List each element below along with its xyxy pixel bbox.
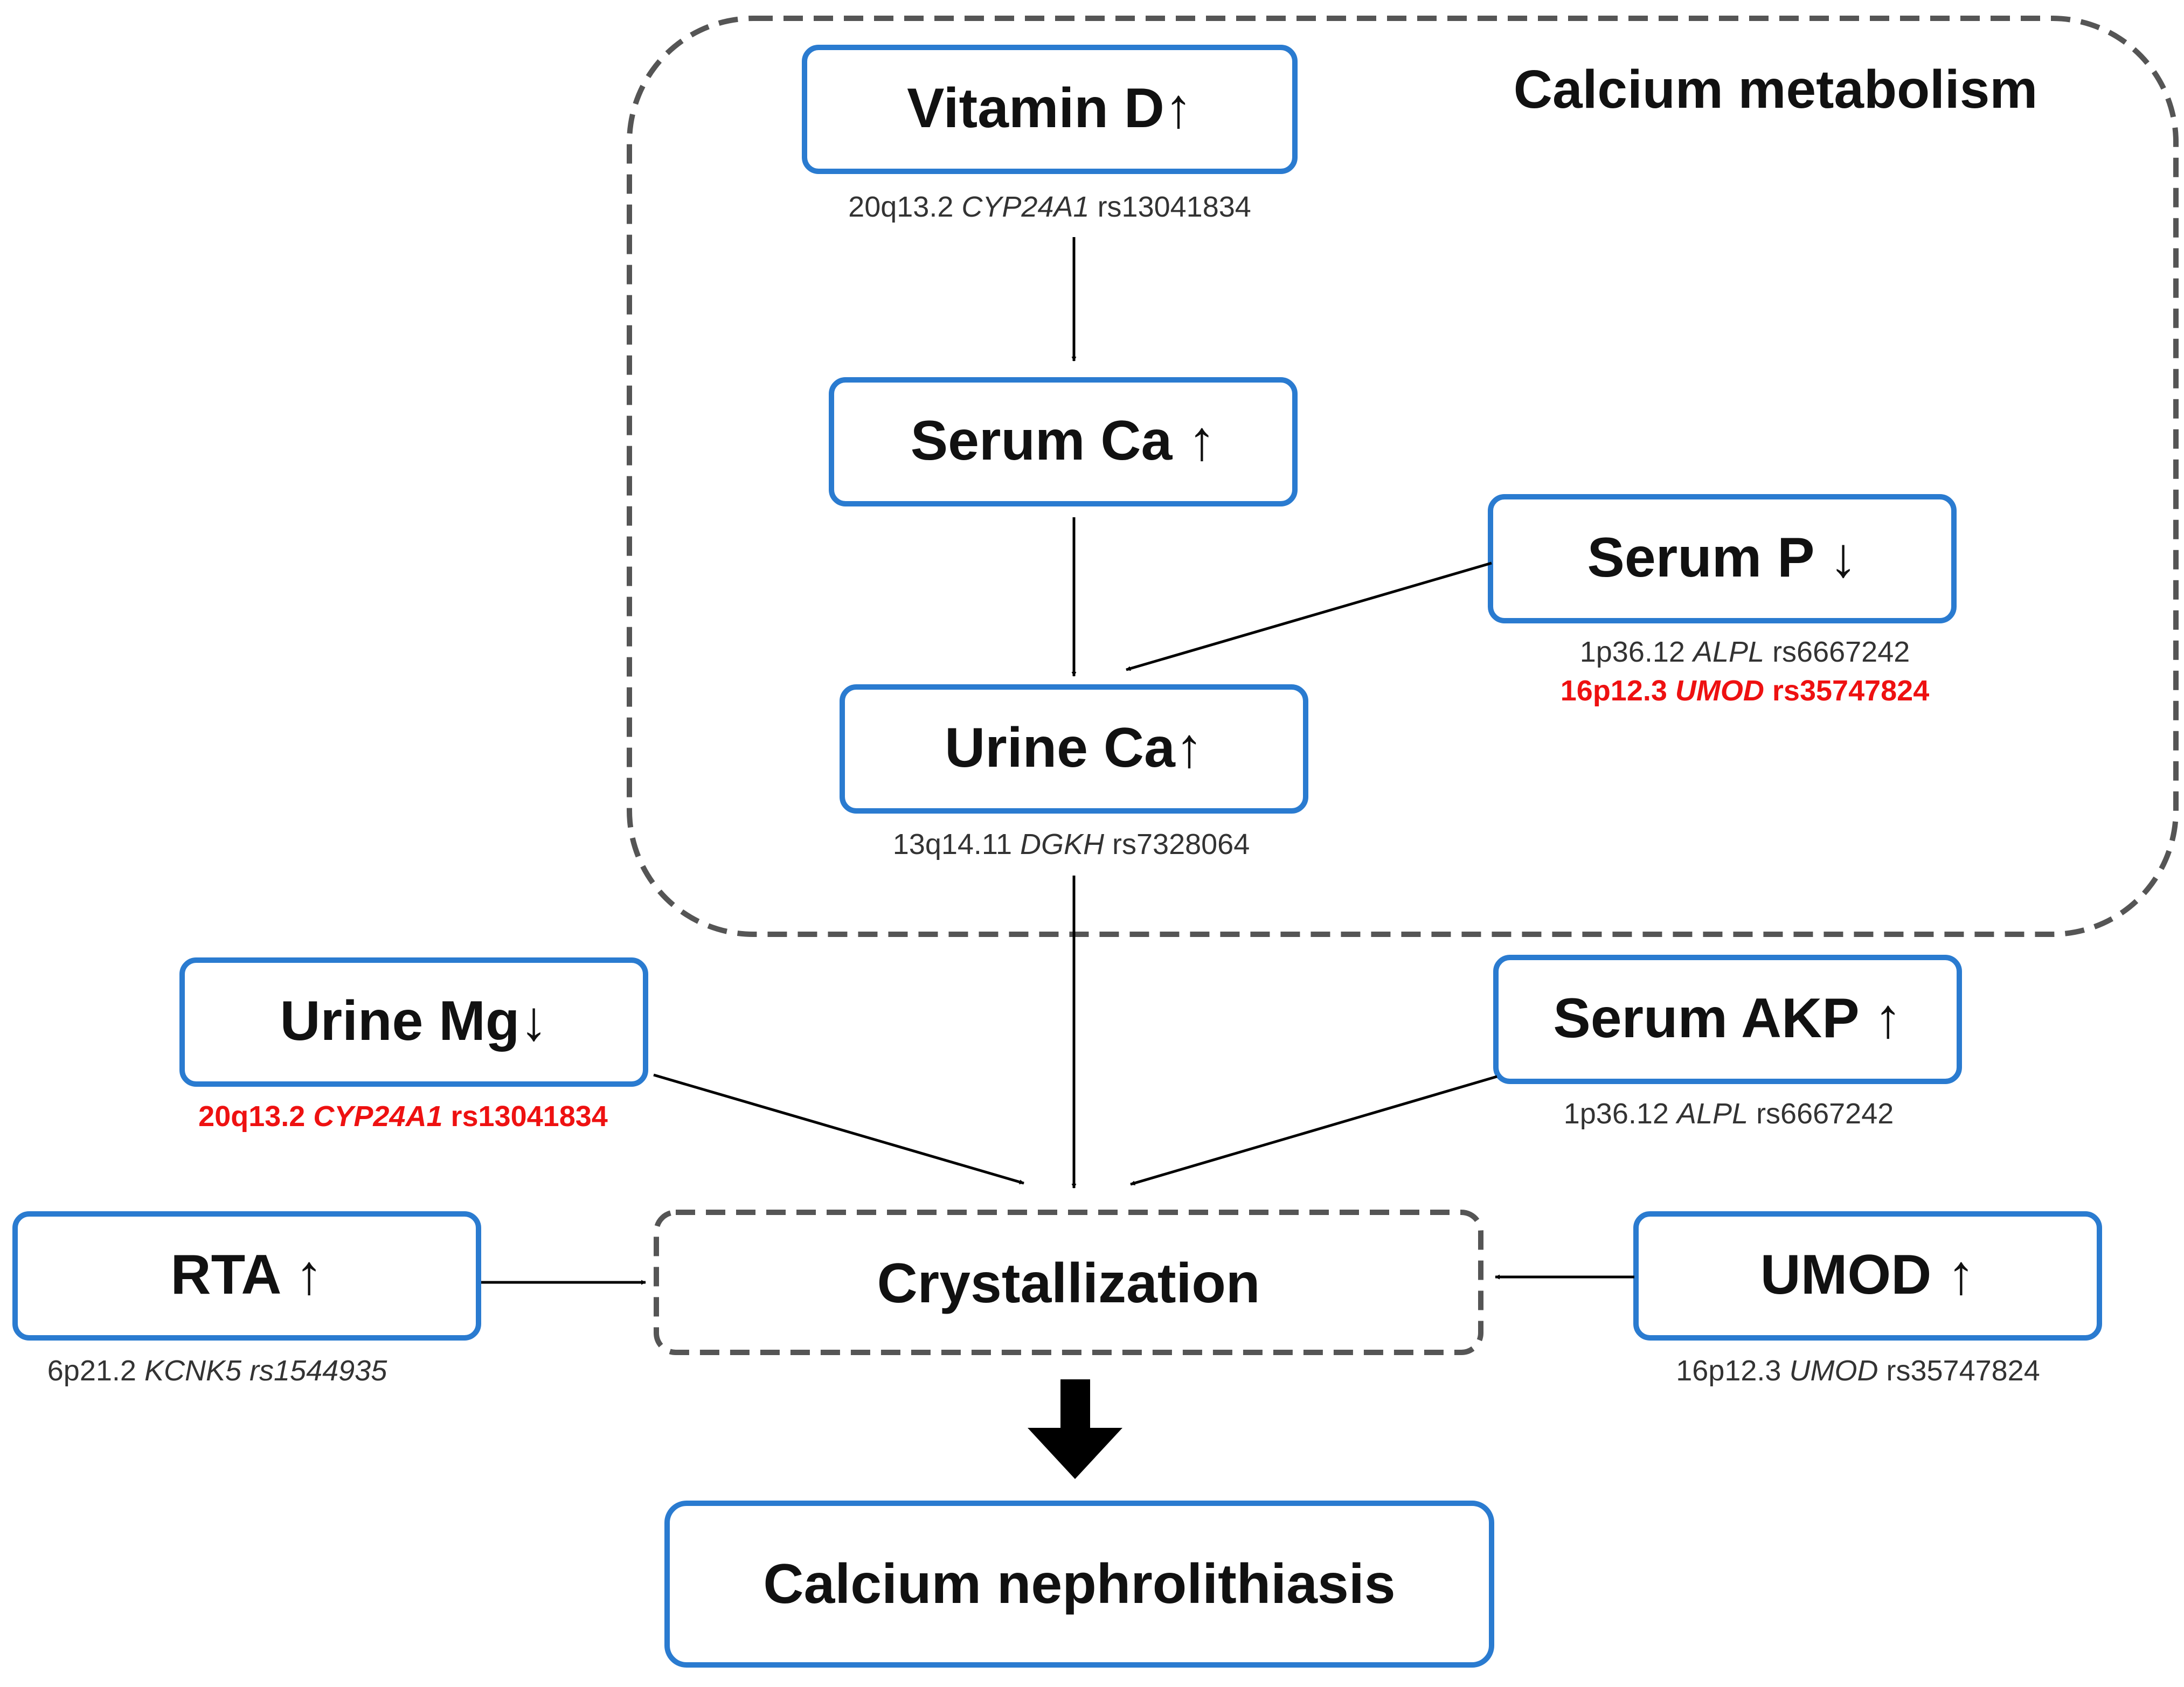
node-serum-akp: Serum AKP ↑ <box>1493 955 1962 1084</box>
annotation-umod: 16p12.3 UMOD rs35747824 <box>1676 1355 2040 1387</box>
annotation-urine-mg: 20q13.2 CYP24A1 rs13041834 <box>198 1100 608 1133</box>
arrow-serum-p-to-urine-ca <box>1126 561 1492 671</box>
node-label: Urine Mg↓ <box>280 990 548 1052</box>
node-calcium-nephrolithiasis: Calcium nephrolithiasis <box>664 1501 1494 1668</box>
node-urine-mg: Urine Mg↓ <box>179 957 648 1087</box>
node-label: UMOD ↑ <box>1760 1244 1975 1306</box>
arrow-serum-akp-to-crystallization <box>1130 1075 1497 1186</box>
annotation-serum-akp: 1p36.12 ALPL rs6667242 <box>1564 1098 1894 1130</box>
node-rta: RTA ↑ <box>12 1211 481 1341</box>
node-umod: UMOD ↑ <box>1633 1211 2102 1341</box>
node-label: Crystallization <box>877 1252 1260 1315</box>
block-arrow-to-nephrolithiasis <box>1028 1379 1122 1479</box>
annotation-serum-p-alpl: 1p36.12 ALPL rs6667242 <box>1580 636 1910 668</box>
annotation-urine-ca: 13q14.11 DGKH rs7328064 <box>893 828 1250 860</box>
node-label: Serum AKP ↑ <box>1553 987 1902 1050</box>
node-vitamin-d: Vitamin D↑ <box>802 45 1298 174</box>
node-label: Calcium nephrolithiasis <box>763 1553 1395 1615</box>
node-label: RTA ↑ <box>170 1244 323 1306</box>
calcium-metabolism-label: Calcium metabolism <box>1514 59 2038 120</box>
node-serum-ca: Serum Ca ↑ <box>829 377 1298 506</box>
node-crystallization: Crystallization <box>654 1210 1483 1355</box>
node-serum-p: Serum P ↓ <box>1488 494 1957 623</box>
node-label: Urine Ca↑ <box>945 717 1203 779</box>
annotation-vitamin-d: 20q13.2 CYP24A1 rs13041834 <box>848 191 1251 223</box>
node-label: Serum Ca ↑ <box>911 409 1216 472</box>
arrow-urine-mg-to-crystallization <box>653 1073 1024 1185</box>
node-label: Vitamin D↑ <box>907 77 1192 140</box>
annotation-serum-p-umod: 16p12.3 UMOD rs35747824 <box>1561 675 1929 707</box>
annotation-rta: 6p21.2 KCNK5 rs1544935 <box>47 1355 387 1387</box>
calcium-metabolism-region <box>627 16 2179 937</box>
node-urine-ca: Urine Ca↑ <box>840 684 1308 814</box>
node-label: Serum P ↓ <box>1587 526 1857 589</box>
